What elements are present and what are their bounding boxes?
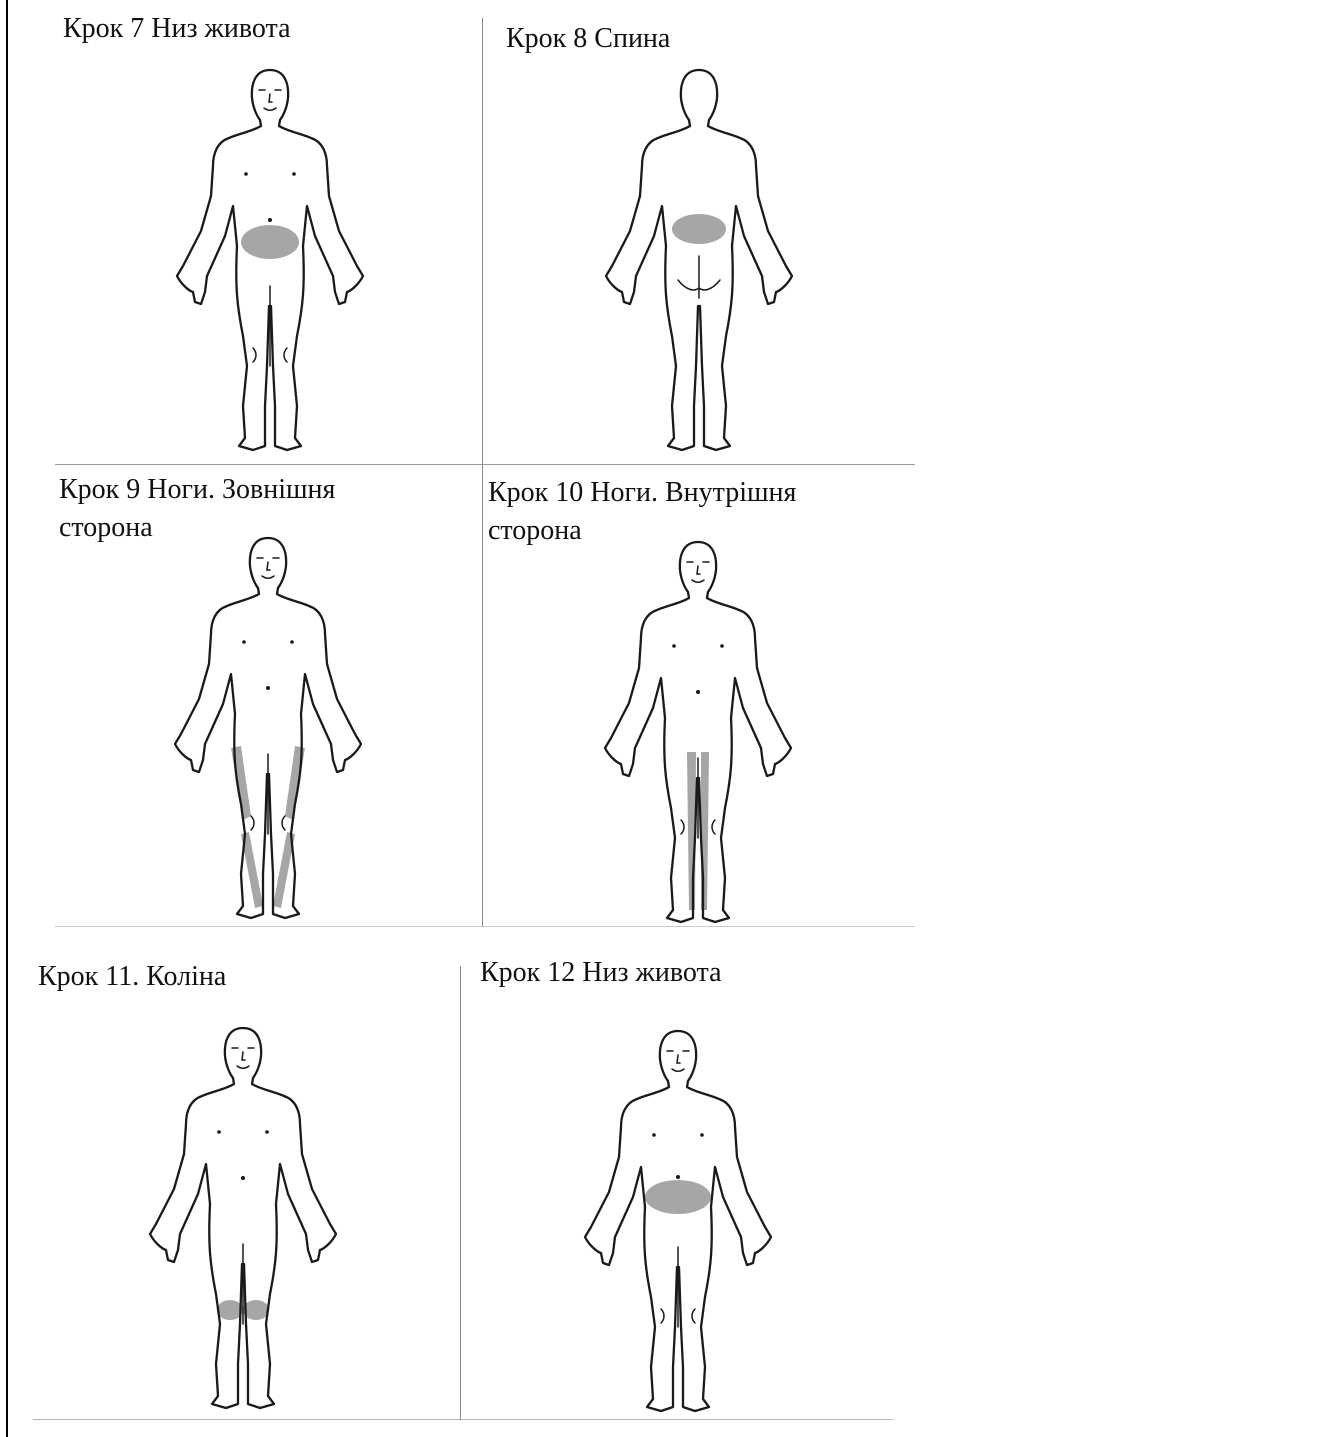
caption-line: сторона <box>488 515 582 546</box>
column-divider <box>482 18 483 926</box>
caption-line: Крок 11. Коліна <box>38 961 226 992</box>
row-divider <box>33 1419 893 1420</box>
step-caption: Крок 12 Низ живота <box>480 954 722 992</box>
body-outline <box>605 542 791 922</box>
lower-abdomen-highlight <box>645 1180 711 1214</box>
front-body-figure <box>146 1024 341 1414</box>
body-outline <box>177 70 363 450</box>
step-caption: Крок 11. Коліна <box>38 958 226 996</box>
caption-line: Крок 8 Спина <box>506 23 670 54</box>
body-outline <box>585 1031 771 1411</box>
step-caption: Крок 7 Низ живота <box>63 10 291 48</box>
front-body-figure <box>171 534 366 924</box>
caption-line: Крок 9 Ноги. Зовнішня <box>59 474 335 505</box>
front-body-figure <box>581 1027 776 1417</box>
body-outline <box>150 1028 336 1408</box>
caption-line: Крок 7 Низ живота <box>63 13 291 44</box>
page-left-border <box>6 0 8 1437</box>
body-outline <box>606 70 792 450</box>
row-divider <box>55 464 915 465</box>
caption-line: сторона <box>59 512 153 543</box>
front-body-figure <box>601 538 796 928</box>
step-caption: Крок 8 Спина <box>506 20 670 58</box>
body-outline <box>175 538 361 918</box>
column-divider <box>460 966 461 1420</box>
back-body-figure <box>602 66 797 456</box>
front-body-figure <box>173 66 368 456</box>
lower-abdomen-highlight <box>241 225 299 259</box>
caption-line: Крок 12 Низ живота <box>480 957 722 988</box>
caption-line: Крок 10 Ноги. Внутрішня <box>488 477 796 508</box>
lower-back-highlight <box>672 214 726 244</box>
